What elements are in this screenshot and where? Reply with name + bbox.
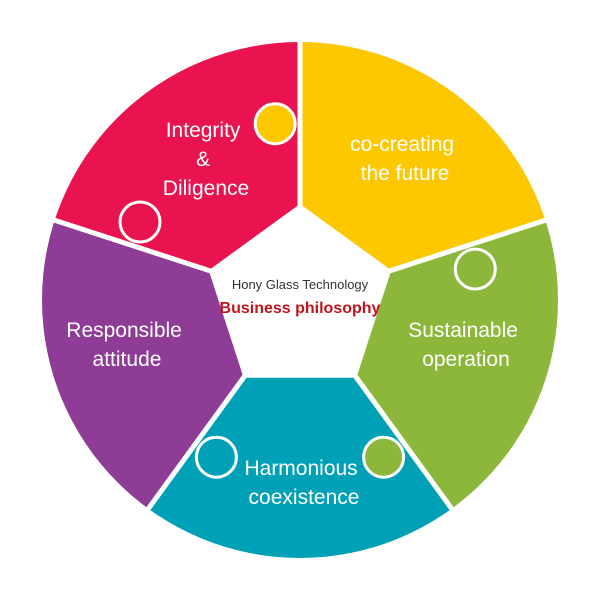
segment-co-creating-the-future <box>300 38 550 300</box>
label-responsible-attitude: Responsible attitude <box>66 319 187 371</box>
label-harmonious-coexistence: Harmonious coexistence <box>244 457 363 509</box>
center-company-name: Hony Glass Technology <box>232 277 369 292</box>
segment-integrity-diligence <box>50 37 300 300</box>
segment-separators <box>46 34 554 517</box>
segment-responsible-attitude <box>37 219 300 512</box>
segment-harmonious-coexistence <box>146 300 454 563</box>
segment-separator <box>46 215 214 274</box>
center-title: Business philosophy <box>220 300 381 317</box>
segment-separator <box>141 372 248 517</box>
puzzle-connector <box>453 247 497 291</box>
label-sustainable-operation: Sustainable operation <box>408 319 524 371</box>
puzzle-connector <box>194 435 238 479</box>
puzzle-connector <box>362 435 406 479</box>
segment-separator <box>352 372 459 517</box>
puzzle-connector <box>253 102 297 146</box>
puzzle-connector <box>118 200 162 244</box>
segment-separator <box>386 215 554 274</box>
segment-sustainable-operation <box>300 219 563 512</box>
puzzle-connectors <box>118 102 497 479</box>
label-integrity-diligence: Integrity & Diligence <box>163 119 249 200</box>
label-co-creating-the-future: co-creating the future <box>350 133 460 185</box>
